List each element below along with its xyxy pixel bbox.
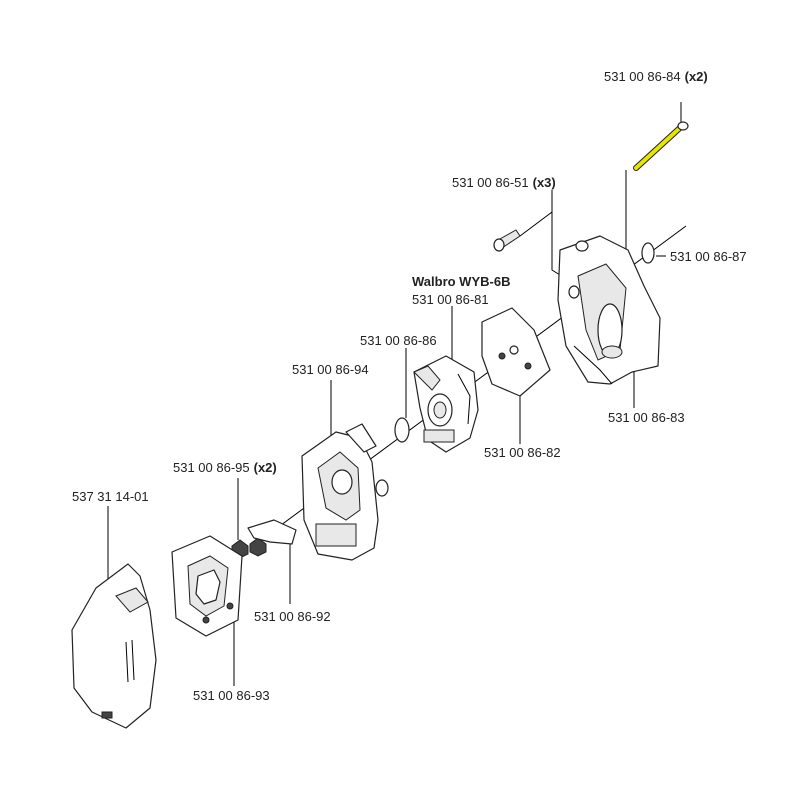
air-filter-cover-part [71,563,157,729]
part-number-95: 531 00 86-95 [173,460,250,475]
gasket-ring-part [394,417,410,443]
screw-part [493,229,521,252]
label-531-00-86-87: 531 00 86-87 [670,249,747,264]
part-qty-95: (x2) [253,460,277,475]
part-number-87: 531 00 86-87 [670,249,747,264]
label-537-31-14-01: 537 31 14-01 [72,489,149,504]
part-number-83: 531 00 86-83 [608,410,685,425]
gasket-plate-part [481,307,551,397]
part-number-93: 531 00 86-93 [193,688,270,703]
part-number-51: 531 00 86-51 [452,175,529,190]
leader-line-51 [519,190,553,237]
intake-manifold-part [557,235,661,385]
nut-part [231,537,267,559]
label-531-00-86-51: 531 00 86-51(x3) [452,175,556,190]
part-number-537: 537 31 14-01 [72,489,149,504]
air-filter-holder-part [301,423,389,561]
part-number-82: 531 00 86-82 [484,445,561,460]
choke-plate-part [247,519,297,545]
label-531-00-86-82: 531 00 86-82 [484,445,561,460]
air-filter-part [171,535,243,637]
part-number-92: 531 00 86-92 [254,609,331,624]
label-531-00-86-84: 531 00 86-84(x2) [604,69,708,84]
label-531-00-86-95: 531 00 86-95(x2) [173,460,277,475]
label-531-00-86-83: 531 00 86-83 [608,410,685,425]
label-531-00-86-93: 531 00 86-93 [193,688,270,703]
part-number-86: 531 00 86-86 [360,333,437,348]
long-bolt-highlight [634,124,684,170]
part-number-94: 531 00 86-94 [292,362,369,377]
label-531-00-86-81: 531 00 86-81 [412,292,489,307]
part-number-81: 531 00 86-81 [412,292,489,307]
label-531-00-86-86: 531 00 86-86 [360,333,437,348]
part-number-84: 531 00 86-84 [604,69,681,84]
label-531-00-86-92: 531 00 86-92 [254,609,331,624]
label-531-00-86-94: 531 00 86-94 [292,362,369,377]
part-qty-51: (x3) [532,175,556,190]
carburetor-part [413,355,479,453]
long-bolt-part [633,121,689,171]
part-qty-84: (x2) [684,69,708,84]
o-ring-part [641,242,655,264]
carburetor-title: Walbro WYB-6B [412,274,511,289]
